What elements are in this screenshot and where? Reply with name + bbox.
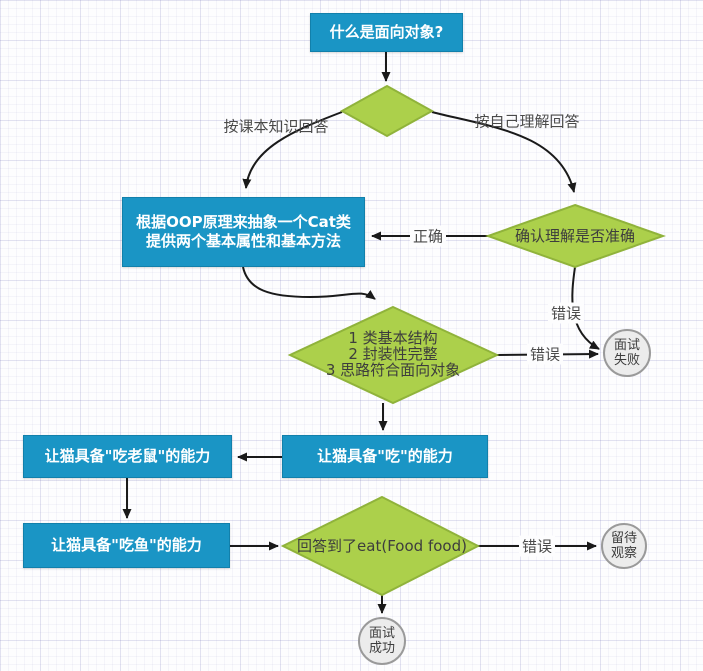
oop-node-line1: 根据OOP原理来抽象一个Cat类 (136, 213, 351, 232)
eat-node-label: 让猫具备"吃"的能力 (317, 447, 453, 466)
confirm-diamond-shape[interactable] (485, 203, 667, 269)
edge-label-correct: 正确 (409, 225, 447, 247)
edge-label-wrong-confirm: 错误 (547, 302, 585, 324)
eat-node[interactable]: 让猫具备"吃"的能力 (282, 435, 488, 478)
connector-branch-to-confirm (431, 111, 577, 193)
eat-mouse-node[interactable]: 让猫具备"吃老鼠"的能力 (23, 435, 232, 478)
edge-label-by-textbook: 按课本知识回答 (223, 117, 329, 136)
observe-circle-shape[interactable] (601, 523, 647, 569)
oop-node-line2: 提供两个基本属性和基本方法 (145, 232, 341, 250)
branch-diamond-shape[interactable] (339, 84, 435, 138)
eat-fish-node-label: 让猫具备"吃鱼"的能力 (51, 536, 202, 555)
connector-oop-to-check (242, 266, 376, 300)
edge-label-wrong-answer: 错误 (518, 535, 556, 557)
connector-branch-to-oop (242, 111, 343, 189)
start-node-label: 什么是面向对象? (329, 23, 444, 42)
start-node[interactable]: 什么是面向对象? (310, 13, 463, 52)
eat-mouse-node-label: 让猫具备"吃老鼠"的能力 (44, 447, 211, 466)
oop-node[interactable]: 根据OOP原理来抽象一个Cat类 提供两个基本属性和基本方法 (122, 197, 365, 267)
edge-label-by-own-understanding: 按自己理解回答 (474, 112, 580, 131)
eat-fish-node[interactable]: 让猫具备"吃鱼"的能力 (23, 523, 230, 568)
check-diamond-shape[interactable] (287, 305, 500, 405)
edge-label-wrong-check: 错误 (526, 343, 564, 365)
answer-diamond-shape[interactable] (280, 495, 481, 597)
fail-circle-shape[interactable] (603, 329, 651, 377)
success-circle-shape[interactable] (358, 617, 406, 665)
